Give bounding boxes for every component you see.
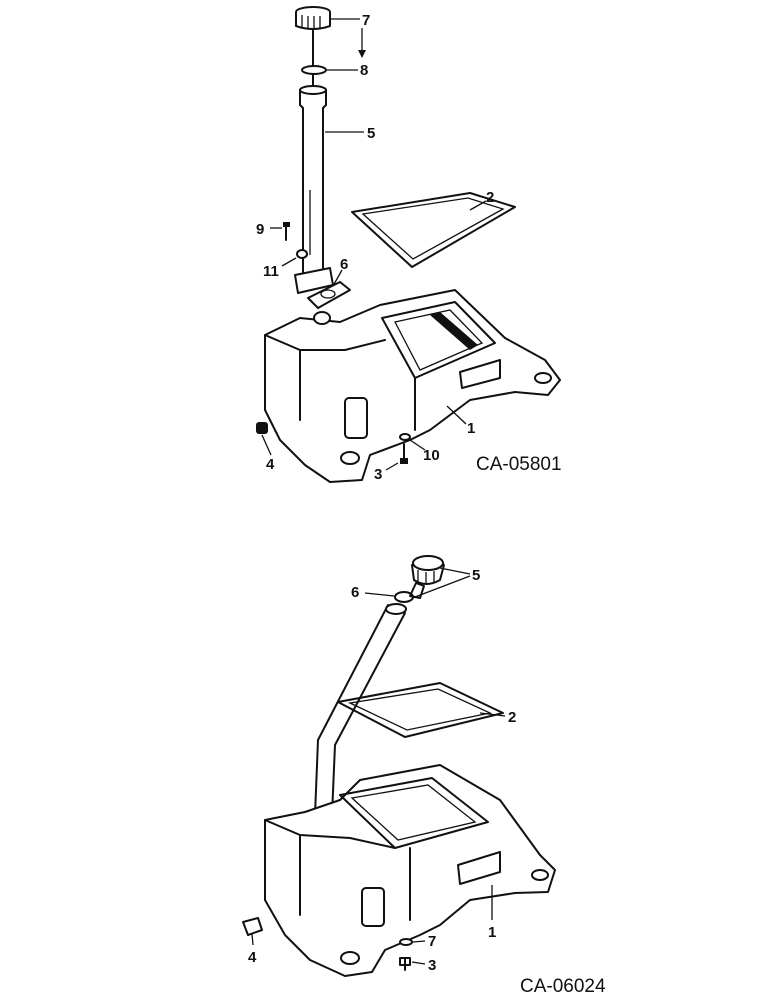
callout-7: 7 bbox=[362, 12, 370, 29]
leader-lines-top bbox=[261, 18, 487, 471]
drain-plug-4-bottom bbox=[242, 917, 263, 936]
figure-code-top: CA-05801 bbox=[476, 454, 562, 475]
callout-3-bottom: 3 bbox=[428, 957, 436, 974]
filler-cap-bottom bbox=[409, 555, 445, 599]
callout-9: 9 bbox=[256, 221, 264, 238]
o-ring-6-bottom bbox=[394, 591, 414, 603]
callout-1-bottom: 1 bbox=[488, 924, 496, 941]
callout-6: 6 bbox=[340, 256, 348, 273]
callout-10: 10 bbox=[423, 447, 440, 464]
callout-4-bottom: 4 bbox=[248, 949, 257, 966]
callout-4: 4 bbox=[266, 456, 275, 473]
cover-gasket-top bbox=[351, 192, 516, 268]
callout-6-bottom: 6 bbox=[351, 584, 359, 601]
washer-top bbox=[301, 65, 327, 75]
callout-5-bottom: 5 bbox=[472, 567, 480, 584]
bolt-9 bbox=[283, 222, 290, 241]
callout-2: 2 bbox=[486, 189, 494, 206]
callout-11: 11 bbox=[263, 263, 279, 280]
gasket-6 bbox=[307, 281, 351, 309]
callout-5: 5 bbox=[367, 125, 375, 142]
figure-code-bottom: CA-06024 bbox=[520, 976, 606, 997]
washer-11 bbox=[296, 249, 308, 259]
drain-plug-4-top bbox=[256, 422, 268, 434]
dipstick-cap-top bbox=[295, 6, 331, 89]
transmission-housing-top bbox=[264, 289, 561, 483]
callout-7-bottom: 7 bbox=[428, 933, 436, 950]
figure-bottom: 5 6 2 1 4 7 3 CA-06024 bbox=[242, 555, 606, 997]
callout-2-bottom: 2 bbox=[508, 709, 516, 726]
washer-10 bbox=[399, 433, 411, 441]
washer-7-bottom bbox=[399, 938, 413, 946]
callout-3: 3 bbox=[374, 466, 382, 483]
cover-gasket-bottom bbox=[337, 682, 504, 738]
leader-lines-bottom bbox=[251, 567, 506, 965]
callout-1: 1 bbox=[467, 420, 475, 437]
bolt-3-top bbox=[400, 443, 408, 464]
bolt-3-bottom bbox=[399, 957, 411, 971]
callout-8: 8 bbox=[360, 62, 368, 79]
filler-tube-top bbox=[294, 85, 334, 294]
figure-top: 7 8 5 2 9 11 6 1 4 3 10 CA-05801 bbox=[256, 6, 562, 483]
